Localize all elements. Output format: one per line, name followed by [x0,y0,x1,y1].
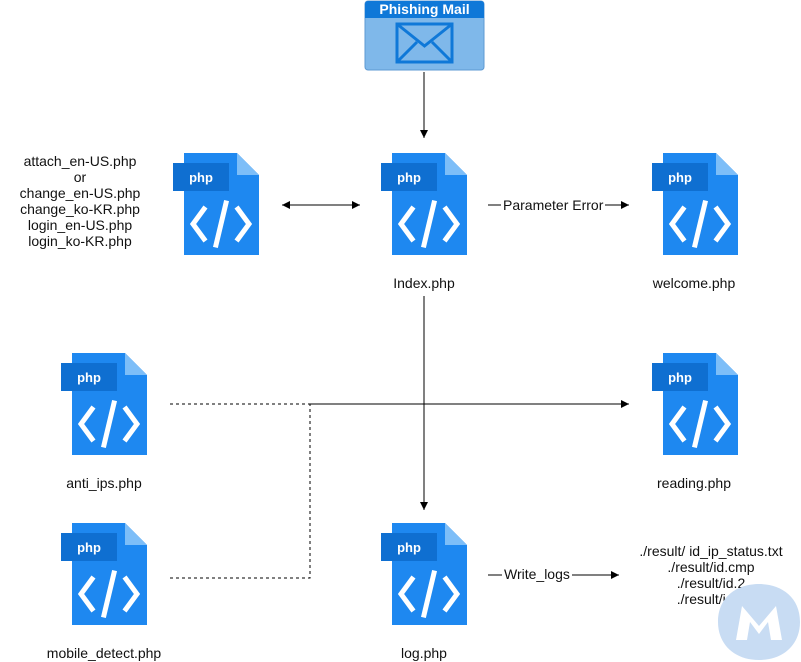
php-file-icon-index [381,153,467,255]
php-file-icon-welcome [652,153,738,255]
write-logs-edge-label: Write_logs [502,566,572,582]
index-label: Index.php [393,275,455,291]
log-label: log.php [401,645,447,661]
attach-group-line: change_en-US.php [19,185,141,201]
attach-group-line: change_ko-KR.php [20,201,140,217]
attach-group-line: or [73,169,87,185]
phishing-mail-node [364,0,485,71]
reading-label: reading.php [657,475,731,491]
results-line: ./result/id.cmp [667,559,755,575]
malwarebytes-logo-icon [718,584,800,660]
php-file-icon-anti-ips [61,353,147,455]
phishing-mail-title: Phishing Mail [379,1,470,17]
attach-group-line: attach_en-US.php [23,153,137,169]
mobile-detect-label: mobile_detect.php [46,645,162,661]
attach-group-label: attach_en-US.php or change_en-US.php cha… [12,153,148,249]
parameter-error-edge-label: Parameter Error [501,197,606,213]
anti-ips-label: anti_ips.php [66,475,142,491]
php-file-icon-reading [652,353,738,455]
results-label: ./result/ id_ip_status.txt ./result/id.c… [615,543,801,607]
php-file-icon-log [381,523,467,625]
attach-group-line: login_ko-KR.php [28,233,132,249]
envelope-icon [395,22,454,64]
welcome-label: welcome.php [652,275,736,291]
results-line: ./result/id.2 [676,575,746,591]
php-file-icon-mobile-detect [61,523,147,625]
mobile-detect-to-reading-dashed [170,404,311,579]
php-file-icon-attach [173,153,259,255]
results-line: ./result/ id_ip_status.txt [639,543,783,559]
connectors [170,72,629,579]
attach-group-line: login_en-US.php [27,217,133,233]
